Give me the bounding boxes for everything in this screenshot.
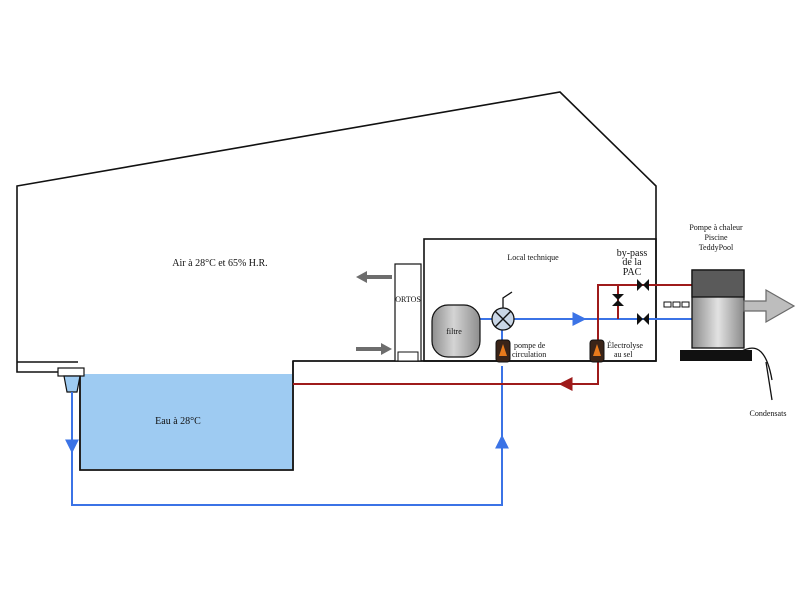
heat-pump-icon xyxy=(663,269,752,361)
pump-label-line2: circulation xyxy=(512,350,546,359)
water-label: Eau à 28°C xyxy=(155,416,201,427)
bypass-label-line3: PAC xyxy=(623,267,642,278)
electrolyse-label-line2: au sel xyxy=(614,350,633,359)
heat-pump-label-line3: TeddyPool xyxy=(699,243,734,252)
bypass-label-line1: by-pass xyxy=(617,248,648,259)
butterfly-valve-icon xyxy=(612,279,649,325)
pool-rim xyxy=(79,361,294,471)
three-way-valve-icon xyxy=(491,291,515,331)
filter-label: filtre xyxy=(446,327,462,336)
air-label: Air à 28°C et 65% H.R. xyxy=(172,258,267,269)
exhaust-arrow-icon xyxy=(743,288,796,324)
pump-label-line1: pompe de xyxy=(514,341,546,350)
skimmer-icon xyxy=(57,367,85,393)
technical-room-label: Local technique xyxy=(507,253,559,262)
sand-filter-icon xyxy=(431,304,481,358)
condensate-pointer xyxy=(765,361,773,401)
air-flow-arrow-icon xyxy=(356,271,392,355)
circulation-pump-icon xyxy=(495,339,511,363)
condensate-line xyxy=(739,347,773,381)
bypass-label-line2: de la xyxy=(622,257,642,268)
condensats-label: Condensats xyxy=(750,409,787,418)
ortos-label: ORTOS xyxy=(395,295,421,304)
salt-electrolyser-icon xyxy=(589,339,605,363)
heat-pump-label-line2: Piscine xyxy=(704,233,728,242)
ortos-dehumidifier-icon xyxy=(394,263,422,362)
electrolyse-label-line1: Électrolyse xyxy=(607,340,643,350)
pool-water xyxy=(81,374,292,469)
heat-pump-label-line1: Pompe à chaleur xyxy=(689,223,743,232)
technical-room xyxy=(423,238,657,362)
